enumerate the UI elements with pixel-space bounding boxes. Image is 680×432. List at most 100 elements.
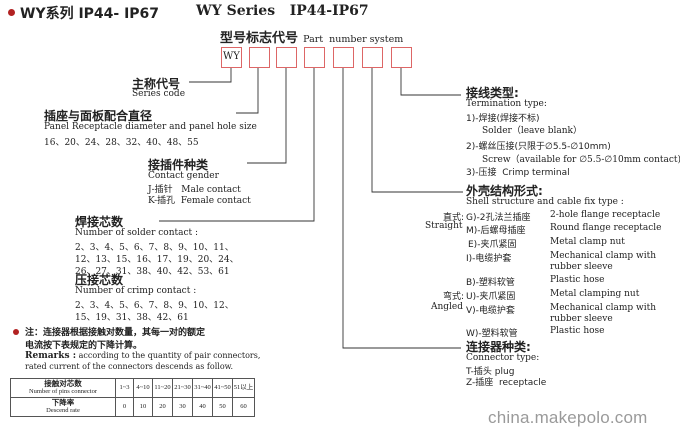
- termination-zh: 接线类型:: [466, 86, 519, 100]
- crimp-line2: 15、19、31、38、42、61: [75, 313, 189, 323]
- panel-zh: 插座与面板配合直径: [44, 109, 153, 123]
- connector-type-t: T-插头 plug: [466, 367, 515, 377]
- note-zh-line1: 注：连接器根据接触对数量，其每一对的额定: [25, 328, 206, 338]
- table-cell: 20: [152, 397, 173, 417]
- shell-code-e: E)-夹爪紧固: [468, 240, 517, 250]
- shell-en-g: 2-hole flange receptacle: [550, 210, 661, 220]
- note-zh-line2: 电流按下表规定的下降计算。: [25, 341, 143, 351]
- solder-line3: 26、27、31、38、40、42、53、61: [75, 267, 230, 277]
- line-termination: [400, 68, 461, 96]
- panel-en: Panel Receptacle diameter and panel hole…: [44, 122, 257, 132]
- shell-en2-v: rubber sleeve: [550, 314, 613, 324]
- solder-en: Number of solder contact :: [75, 228, 199, 238]
- row2-header: 下降率 Descend rate: [10, 397, 116, 417]
- row2-header-zh: 下降率: [51, 398, 75, 407]
- title-right: WY Series IP44-IP67: [196, 3, 369, 19]
- table-row: 下降率 Descend rate 0 10 20 30 40 50 60: [10, 397, 255, 417]
- series-code-en: Series code: [132, 89, 186, 99]
- crimp-en: Number of crimp contact :: [75, 286, 197, 296]
- shell-en-u: Metal clamping nut: [550, 289, 640, 299]
- title-left: WY系列 IP44- IP67: [20, 6, 160, 22]
- series-code-zh: 主称代号: [132, 77, 181, 91]
- code-box-series-text: WY: [223, 51, 240, 62]
- solder-line1: 2、3、4、5、6、7、8、9、10、11、: [75, 243, 234, 253]
- shell-en-v: Mechanical clamp with: [550, 303, 657, 313]
- connector-type-z: Z-插座 receptacle: [466, 378, 547, 388]
- remarks-label: Remarks :: [25, 351, 77, 361]
- table-cell: 30: [172, 397, 193, 417]
- termination-opt1-zh: 1)-焊接(焊接不标): [466, 114, 540, 124]
- termination-opt2-zh: 2)-螺丝压接(只限于∅5.5-∅10mm): [466, 142, 611, 152]
- termination-opt1-en: Solder（leave blank）: [482, 126, 582, 136]
- shell-en2-i: rubber sleeve: [550, 262, 613, 272]
- table-cell: 11~20: [152, 378, 173, 398]
- table-cell: 50: [212, 397, 233, 417]
- line-contacts: [159, 68, 315, 222]
- shell-code-w: W)-塑料软管: [466, 329, 518, 339]
- shell-en-e: Metal clamp nut: [550, 237, 625, 247]
- shell-code-u: U)-夹爪紧固: [466, 292, 516, 302]
- angled-zh: 弯式:: [443, 292, 465, 302]
- shell-en-w: Plastic hose: [550, 326, 605, 336]
- code-box-shell: [362, 47, 383, 68]
- table-cell: 51以上: [232, 378, 255, 398]
- header-bullet-icon: [8, 9, 15, 16]
- remarks-line2: rated current of the connectors descends…: [25, 362, 234, 371]
- panel-values: 16、20、24、28、32、40、48、55: [44, 138, 199, 148]
- code-box-termination: [391, 47, 412, 68]
- gender-en: Contact gender: [148, 171, 219, 181]
- code-box-contacts: [304, 47, 325, 68]
- solder-zh: 焊接芯数: [75, 215, 124, 229]
- shell-en: Shell structure and cable fix type :: [466, 197, 624, 207]
- code-box-series: WY: [221, 47, 242, 68]
- straight-en: Straight: [425, 221, 463, 231]
- line-size: [236, 68, 259, 114]
- table-cell: 40: [192, 397, 213, 417]
- shell-code-b: B)-塑料软管: [466, 278, 515, 288]
- part-number-zh: 型号标志代号: [220, 31, 299, 46]
- remarks-text: according to the quantity of pair connec…: [76, 351, 261, 360]
- code-box-gender: [276, 47, 297, 68]
- termination-opt2-en: Screw（available for ∅5.5-∅10mm contact): [482, 155, 680, 165]
- shell-en-i: Mechanical clamp with: [550, 251, 657, 261]
- row2-header-en: Descend rate: [46, 407, 80, 414]
- shell-code-g: G)-2孔法兰插座: [466, 213, 531, 223]
- shell-en-m: Round flange receptacle: [550, 223, 662, 233]
- table-cell: 21~30: [172, 378, 193, 398]
- crimp-line1: 2、3、4、5、6、7、8、9、10、12、: [75, 301, 234, 311]
- connector-type-zh: 连接器种类:: [466, 340, 531, 354]
- gender-j: J-插针 Male contact: [148, 185, 241, 195]
- connector-type-en: Connector type:: [466, 353, 540, 363]
- descend-rate-table: 接触对芯数 Number of pins connector 1~3 4~10 …: [10, 378, 255, 417]
- code-box-size: [249, 47, 270, 68]
- table-cell: 10: [133, 397, 153, 417]
- crimp-zh: 压接芯数: [75, 273, 124, 287]
- termination-en: Termination type:: [466, 99, 547, 109]
- row1-header: 接触对芯数 Number of pins connector: [10, 378, 116, 398]
- straight-zh: 直式:: [443, 213, 465, 223]
- angled-en: Angled: [431, 302, 464, 312]
- note-bullet-icon: [13, 329, 19, 335]
- shell-zh: 外壳结构形式:: [466, 184, 543, 198]
- termination-opt3: 3)-压接 Crimp terminal: [466, 168, 570, 178]
- code-box-connector-type: [333, 47, 354, 68]
- table-cell: 0: [115, 397, 134, 417]
- line-gender: [247, 68, 287, 164]
- table-cell: 60: [232, 397, 255, 417]
- gender-k: K-插孔 Female contact: [148, 196, 251, 206]
- table-cell: 4~10: [133, 378, 153, 398]
- watermark-text: china.makepolo.com: [488, 408, 648, 427]
- line-series: [189, 68, 232, 83]
- part-number-label: 型号标志代号 Part number system: [220, 27, 403, 46]
- line-shell: [371, 68, 463, 193]
- remarks-line1: Remarks : according to the quantity of p…: [25, 351, 260, 361]
- table-cell: 1~3: [115, 378, 134, 398]
- shell-code-v: V)-电缆护套: [466, 306, 515, 316]
- part-number-en: Part number system: [303, 34, 404, 45]
- table-row: 接触对芯数 Number of pins connector 1~3 4~10 …: [10, 378, 255, 398]
- table-cell: 31~40: [192, 378, 213, 398]
- gender-zh: 接插件种类: [148, 158, 209, 172]
- shell-code-i: I)-电缆护套: [466, 254, 512, 264]
- line-connector-type: [342, 68, 461, 349]
